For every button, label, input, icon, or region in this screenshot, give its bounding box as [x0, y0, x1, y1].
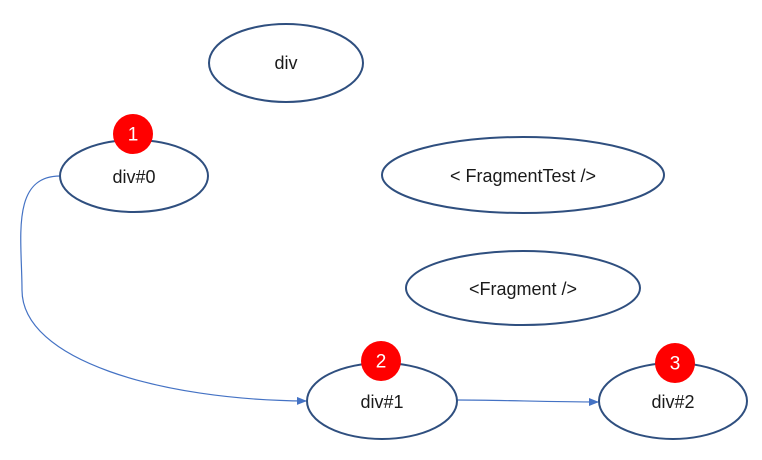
node-fragment-shape: [405, 250, 641, 326]
node-fragment-test[interactable]: < FragmentTest />: [381, 136, 665, 214]
node-div0-label: div#0: [112, 167, 155, 187]
edge-div1-to-div2: [456, 397, 599, 406]
badge-3: 3: [655, 343, 695, 383]
node-div2-label: div#2: [651, 392, 694, 412]
node-fragment-test-shape: [381, 136, 665, 214]
node-fragment[interactable]: <Fragment />: [405, 250, 641, 326]
badge-1: 1: [113, 114, 153, 154]
edge-div0-to-div1: [20, 175, 307, 405]
node-div[interactable]: div: [208, 23, 364, 103]
badge-2-label: 2: [376, 352, 387, 373]
node-div1[interactable]: div#1: [306, 362, 458, 440]
badge-3-label: 3: [670, 354, 681, 375]
node-fragment-label: <Fragment />: [469, 279, 577, 299]
node-fragment-test-label: < FragmentTest />: [450, 166, 596, 186]
node-div1-label: div#1: [360, 392, 403, 412]
badge-2-circle: [361, 341, 401, 381]
badge-3-circle: [655, 343, 695, 383]
badge-1-label: 1: [128, 125, 139, 146]
node-div-shape: [208, 23, 364, 103]
badge-1-circle: [113, 114, 153, 154]
node-div-label: div: [274, 53, 297, 73]
badge-2: 2: [361, 341, 401, 381]
